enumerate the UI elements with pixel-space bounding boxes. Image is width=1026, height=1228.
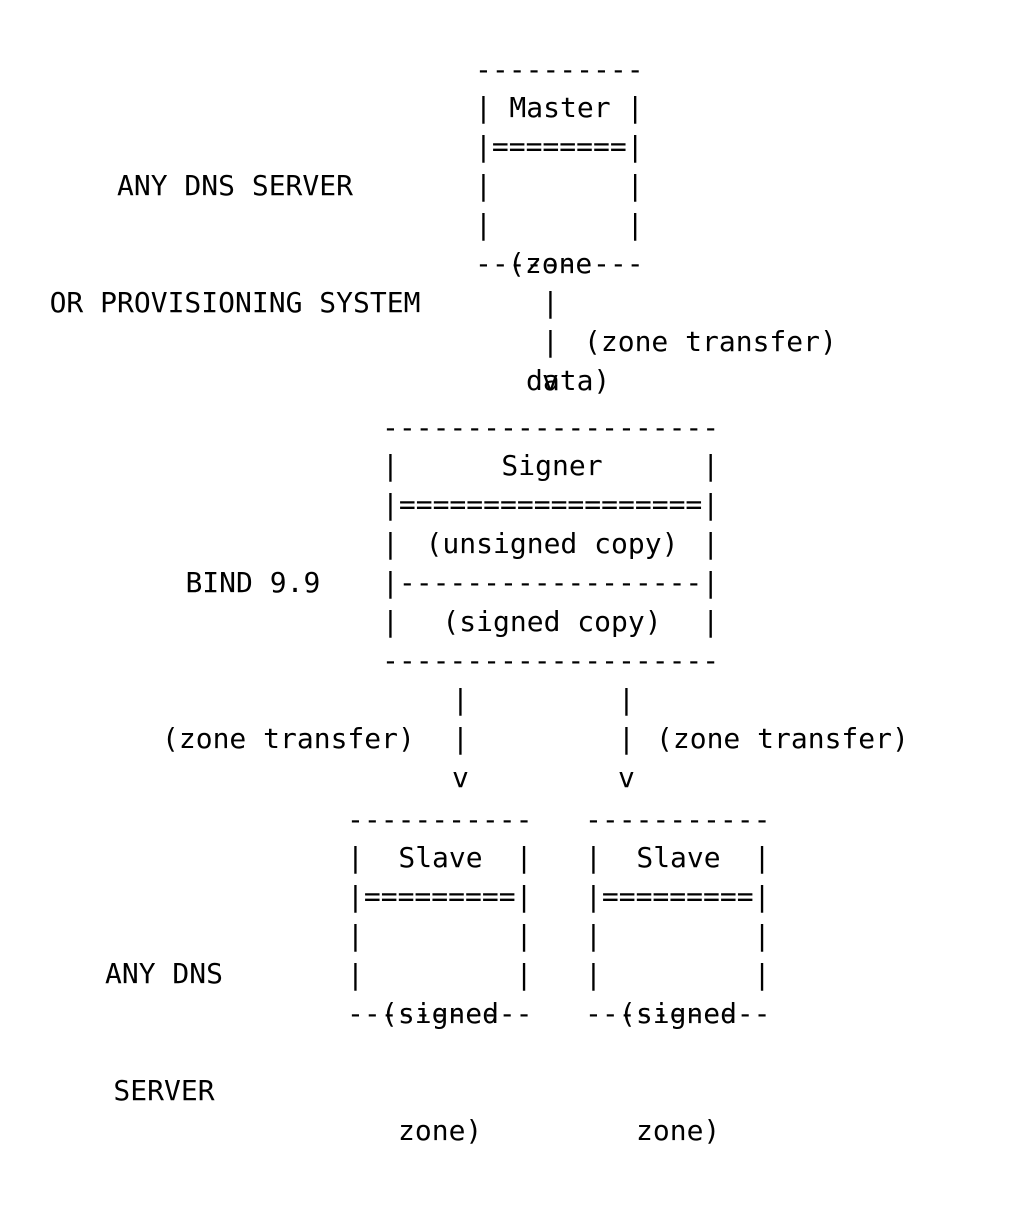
slave-right-content-line-1: (signed [619, 997, 738, 1030]
slave-right-content-line-2: zone) [636, 1114, 721, 1147]
slave-left-content: (signed zone) [364, 916, 517, 1228]
signer-title: Signer [501, 449, 603, 482]
signer-box-separator-double: |==================| [382, 488, 720, 521]
signer-box-separator-single: |------------------| [382, 566, 720, 599]
signer-unsigned-copy: (unsigned copy) [425, 527, 679, 560]
master-side-label-line-1: ANY DNS SERVER [116, 169, 353, 202]
dnssec-signing-diagram: ANY DNS SERVER OR PROVISIONING SYSTEM BI… [30, 53, 909, 1147]
master-box-separator: |========| [475, 130, 644, 163]
signer-signed-copy: (signed copy) [442, 605, 662, 638]
signer-box-signed-row: | | [382, 605, 720, 638]
slave-side-label-line-2: SERVER [113, 1074, 215, 1107]
slave-right-box-content-row-2: | | [585, 958, 771, 991]
slave-right-box-separator: |=========| [585, 880, 771, 913]
edge-master-to-signer-bar-2: | [542, 325, 559, 358]
master-content-line-2: data) [526, 364, 611, 397]
edge-signer-to-slave-right-bar-2: | [618, 722, 635, 755]
slave-side-label: ANY DNS SERVER [84, 876, 244, 1188]
master-side-label: ANY DNS SERVER OR PROVISIONING SYSTEM [30, 88, 440, 400]
slave-left-box-top-border: ----------- [347, 803, 533, 836]
master-box-bottom-border: ---------- [475, 247, 644, 280]
edge-signer-to-slave-left-bar-2: | [452, 722, 469, 755]
slave-right-box-bottom-border: ----------- [585, 997, 771, 1030]
slave-left-box-separator: |=========| [347, 880, 533, 913]
master-box-title-row: | | [475, 91, 644, 124]
master-side-label-line-2: OR PROVISIONING SYSTEM [49, 286, 421, 319]
slave-right-box-content-row-1: | | [585, 919, 771, 952]
master-content: (zone data) [492, 166, 628, 478]
slave-right-box-top-border: ----------- [585, 803, 771, 836]
edge-signer-to-slave-right-bar-1: | [618, 683, 635, 716]
slave-side-label-line-1: ANY DNS [104, 957, 223, 990]
edge-master-to-signer-arrow-head: v [542, 364, 559, 397]
slave-left-content-line-2: zone) [398, 1114, 483, 1147]
signer-side-label-text: BIND 9.9 [185, 566, 321, 599]
slave-right-content: (signed zone) [602, 916, 755, 1228]
edge-signer-to-slave-right-label: (zone transfer) [656, 722, 909, 755]
edge-signer-to-slave-left-bar-1: | [452, 683, 469, 716]
slave-right-title: Slave [636, 841, 721, 874]
slave-left-box-title-row: | | [347, 841, 533, 874]
signer-box-top-border: -------------------- [382, 411, 720, 444]
edge-signer-to-slave-left-arrow-head: v [452, 761, 469, 794]
edge-master-to-signer-label: (zone transfer) [584, 325, 837, 358]
edge-signer-to-slave-right-arrow-head: v [618, 761, 635, 794]
master-content-line-1: (zone [508, 247, 593, 280]
signer-side-label: BIND 9.9 [118, 524, 320, 641]
slave-left-content-line-1: (signed [381, 997, 500, 1030]
edge-signer-to-slave-left-label: (zone transfer) [162, 722, 415, 755]
slave-right-box-title-row: | | [585, 841, 771, 874]
signer-box-title-row: | | [382, 449, 720, 482]
signer-box-unsigned-row: | | [382, 527, 720, 560]
slave-left-box-content-row-2: | | [347, 958, 533, 991]
master-box-top-border: ---------- [475, 53, 644, 86]
slave-left-title: Slave [398, 841, 483, 874]
signer-box-bottom-border: -------------------- [382, 644, 720, 677]
master-box-content-row-2: | | [475, 208, 644, 241]
edge-master-to-signer-bar-1: | [542, 286, 559, 319]
master-title: Master [509, 91, 611, 124]
slave-left-box-content-row-1: | | [347, 919, 533, 952]
slave-left-box-bottom-border: ----------- [347, 997, 533, 1030]
master-box-content-row-1: | | [475, 169, 644, 202]
